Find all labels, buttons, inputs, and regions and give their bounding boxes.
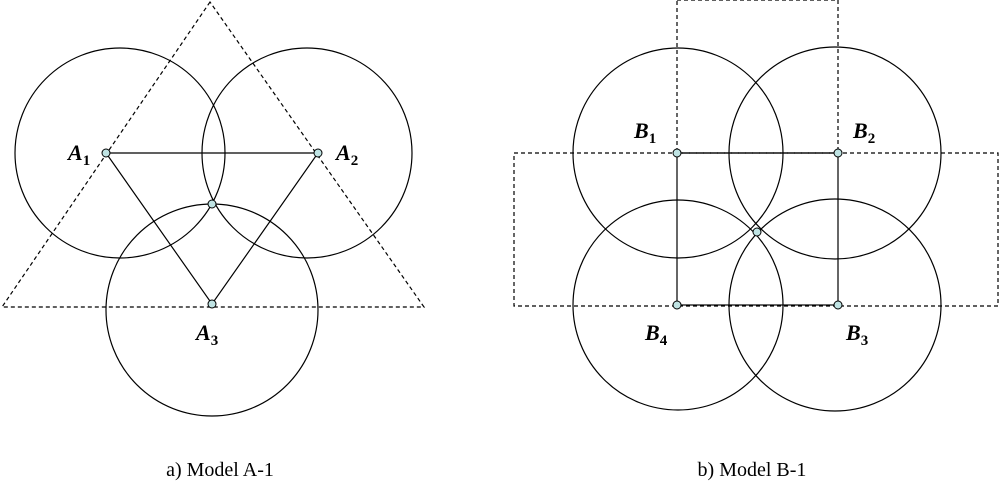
node-b4 xyxy=(672,300,682,310)
node-b3 xyxy=(833,300,843,310)
label-b3: B3 xyxy=(845,320,868,349)
node-b-center xyxy=(752,227,762,237)
node-a-center xyxy=(207,199,217,209)
label-a3: A3 xyxy=(194,320,218,349)
top-dashed-rect xyxy=(676,0,839,154)
label-b1: B1 xyxy=(633,118,656,147)
node-a2 xyxy=(313,148,323,158)
node-b1 xyxy=(672,148,682,158)
node-a1 xyxy=(101,148,111,158)
coverage-circle-a3 xyxy=(105,203,319,417)
inner-solid-square xyxy=(676,152,839,306)
panel-a: A1 A2 A3 a) Model A-1 xyxy=(0,0,426,481)
node-a3 xyxy=(207,299,217,309)
panel-b: B1 B2 B3 B4 b) Model B-1 xyxy=(513,0,999,481)
outer-dashed-triangle xyxy=(0,0,426,308)
inner-solid-triangle xyxy=(104,152,320,306)
caption-b: b) Model B-1 xyxy=(698,459,807,481)
label-b4: B4 xyxy=(644,320,668,349)
caption-a: a) Model A-1 xyxy=(166,459,274,481)
label-b2: B2 xyxy=(852,118,875,147)
label-a2: A2 xyxy=(334,140,358,169)
node-b2 xyxy=(833,148,843,158)
label-a1: A1 xyxy=(66,140,90,169)
